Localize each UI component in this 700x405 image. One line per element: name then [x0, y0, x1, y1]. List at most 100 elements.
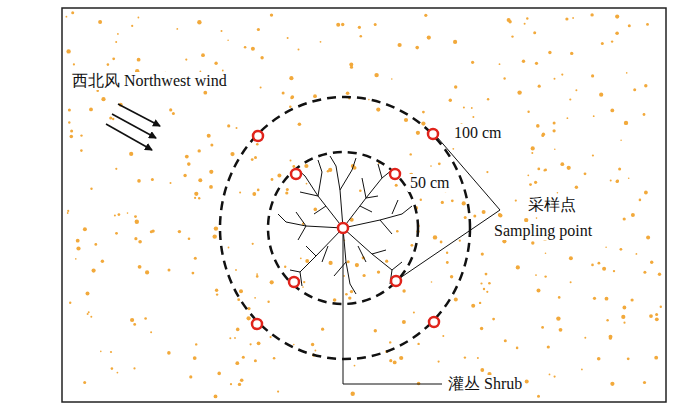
- sand-dot: [198, 149, 201, 152]
- sand-dot: [581, 369, 583, 371]
- sand-dot: [236, 127, 238, 129]
- sand-dot: [553, 121, 556, 124]
- sand-dot: [115, 232, 118, 235]
- sand-dot: [536, 124, 540, 128]
- sand-dot: [289, 76, 293, 80]
- sand-dot: [591, 74, 594, 77]
- sand-dot: [422, 111, 425, 114]
- sand-dot: [536, 217, 538, 219]
- sand-dot: [313, 94, 317, 98]
- sand-dot: [257, 341, 261, 345]
- sand-dot: [615, 15, 619, 19]
- sand-dot: [507, 18, 511, 22]
- sand-dot: [133, 323, 136, 326]
- sand-dot: [189, 375, 192, 378]
- sand-dot: [221, 30, 223, 32]
- sand-dot: [624, 121, 628, 125]
- sand-dot: [504, 339, 507, 342]
- sand-dot: [449, 99, 452, 102]
- sand-dot: [80, 149, 83, 152]
- sand-dot: [75, 258, 77, 260]
- sand-dot: [590, 13, 593, 16]
- sand-dot: [256, 273, 258, 275]
- sand-dot: [68, 121, 70, 123]
- sand-dot: [227, 124, 230, 127]
- sand-dot: [368, 99, 370, 101]
- sand-dot: [480, 282, 482, 284]
- sand-dot: [234, 337, 236, 339]
- sand-dot: [399, 356, 403, 360]
- sand-dot: [203, 91, 207, 95]
- sand-dot: [350, 290, 353, 293]
- sand-dot: [214, 395, 218, 399]
- sand-dot: [610, 382, 614, 386]
- sand-dot: [610, 180, 612, 182]
- sand-dot: [89, 108, 93, 112]
- sand-dot: [534, 181, 537, 184]
- sand-dot: [398, 43, 402, 47]
- sand-dot: [92, 269, 96, 273]
- sand-dot: [282, 92, 285, 95]
- sand-dot: [611, 40, 613, 42]
- sand-dot: [328, 168, 332, 172]
- sand-dot: [556, 316, 560, 320]
- sand-dot: [73, 63, 75, 65]
- sand-dot: [244, 46, 247, 49]
- sand-dot: [542, 133, 545, 136]
- sand-dot: [633, 88, 636, 91]
- sand-dot: [643, 381, 646, 384]
- sand-dot: [446, 261, 449, 264]
- sand-dot: [101, 260, 104, 263]
- sand-dot: [517, 90, 521, 94]
- sand-dot: [83, 381, 86, 384]
- sand-dot: [558, 296, 561, 299]
- sand-dot: [169, 108, 172, 111]
- sand-dot: [235, 361, 239, 365]
- sand-dot: [350, 66, 353, 69]
- sand-dot: [537, 288, 541, 292]
- sand-dot: [293, 344, 295, 346]
- sand-dot: [240, 379, 244, 383]
- sand-dot: [114, 215, 116, 217]
- sand-dot: [554, 78, 556, 80]
- dimension-label: 100 cm: [452, 124, 504, 142]
- sand-dot: [606, 319, 608, 321]
- sand-dot: [446, 252, 448, 254]
- sand-dot: [454, 85, 457, 88]
- sand-dot: [451, 199, 454, 202]
- sand-dot: [289, 106, 292, 109]
- sand-dot: [453, 40, 457, 44]
- sand-dot: [137, 58, 141, 62]
- sand-dot: [237, 298, 240, 301]
- sand-dot: [254, 156, 257, 159]
- sand-dot: [623, 217, 626, 220]
- sand-dot: [351, 392, 355, 396]
- sand-dot: [655, 317, 659, 321]
- sand-dot: [643, 113, 646, 116]
- sand-dot: [442, 335, 444, 337]
- sampling-points: [252, 129, 439, 329]
- frame: [62, 8, 666, 402]
- sand-dot: [107, 63, 110, 66]
- sand-dot: [483, 288, 485, 290]
- sand-dot: [427, 36, 431, 40]
- sand-dot: [273, 357, 276, 360]
- sand-dot: [601, 42, 604, 45]
- sand-dot: [473, 215, 476, 218]
- sand-dot: [402, 289, 405, 292]
- sand-dot: [402, 320, 406, 324]
- sand-dot: [480, 368, 484, 372]
- sand-dot: [454, 297, 458, 301]
- sand-dot: [194, 197, 196, 199]
- sand-dot: [516, 347, 519, 350]
- sand-dot: [76, 239, 80, 243]
- sand-dot: [471, 304, 475, 308]
- sand-dot: [598, 262, 601, 265]
- sand-dot: [646, 23, 649, 26]
- sand-dot: [616, 179, 619, 182]
- sand-dot: [333, 298, 337, 302]
- sand-dot: [348, 296, 351, 299]
- sand-dot: [260, 87, 262, 89]
- sand-dot: [236, 328, 240, 332]
- sand-dot: [554, 376, 556, 378]
